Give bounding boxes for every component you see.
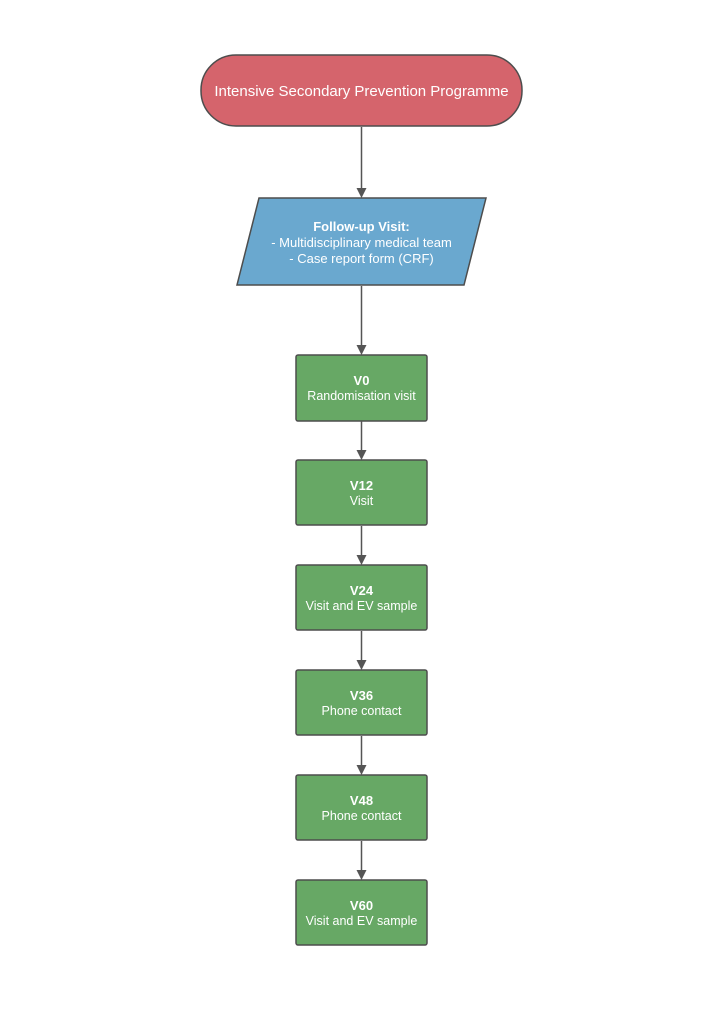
visit-code: V12 <box>350 478 373 493</box>
visit-code: V48 <box>350 793 373 808</box>
visit-desc: Visit and EV sample <box>306 599 418 613</box>
visit-node-shape <box>295 774 428 841</box>
visit-code: V36 <box>350 688 373 703</box>
visit-desc: Visit <box>350 494 374 508</box>
visit-node-v60: V60 Visit and EV sample <box>295 879 428 946</box>
start-node: Intensive Secondary Prevention Programme <box>200 54 523 127</box>
visit-code: V24 <box>350 583 374 598</box>
visit-node-shape <box>295 564 428 631</box>
visit-node-shape <box>295 669 428 736</box>
visit-node-v48: V48 Phone contact <box>295 774 428 841</box>
visit-node-shape <box>295 879 428 946</box>
visit-node-shape <box>295 459 428 526</box>
visit-code: V60 <box>350 898 373 913</box>
visit-desc: Phone contact <box>322 704 402 718</box>
visit-node-v24: V24 Visit and EV sample <box>295 564 428 631</box>
followup-line-2: - Case report form (CRF) <box>289 251 433 266</box>
visit-node-shape <box>295 354 428 422</box>
start-node-label: Intensive Secondary Prevention Programme <box>214 83 508 100</box>
visit-code: V0 <box>354 373 370 388</box>
visit-desc: Randomisation visit <box>307 389 416 403</box>
followup-line-1: - Multidisciplinary medical team <box>271 235 452 250</box>
followup-title: Follow-up Visit: <box>313 219 410 234</box>
visit-node-v12: V12 Visit <box>295 459 428 526</box>
visit-desc: Phone contact <box>322 809 402 823</box>
visit-node-v0: V0 Randomisation visit <box>295 354 428 422</box>
followup-node: Follow-up Visit: - Multidisciplinary med… <box>236 197 487 286</box>
followup-node-shape <box>236 197 487 286</box>
visit-node-v36: V36 Phone contact <box>295 669 428 736</box>
visit-desc: Visit and EV sample <box>306 914 418 928</box>
start-node-shape <box>200 54 523 127</box>
